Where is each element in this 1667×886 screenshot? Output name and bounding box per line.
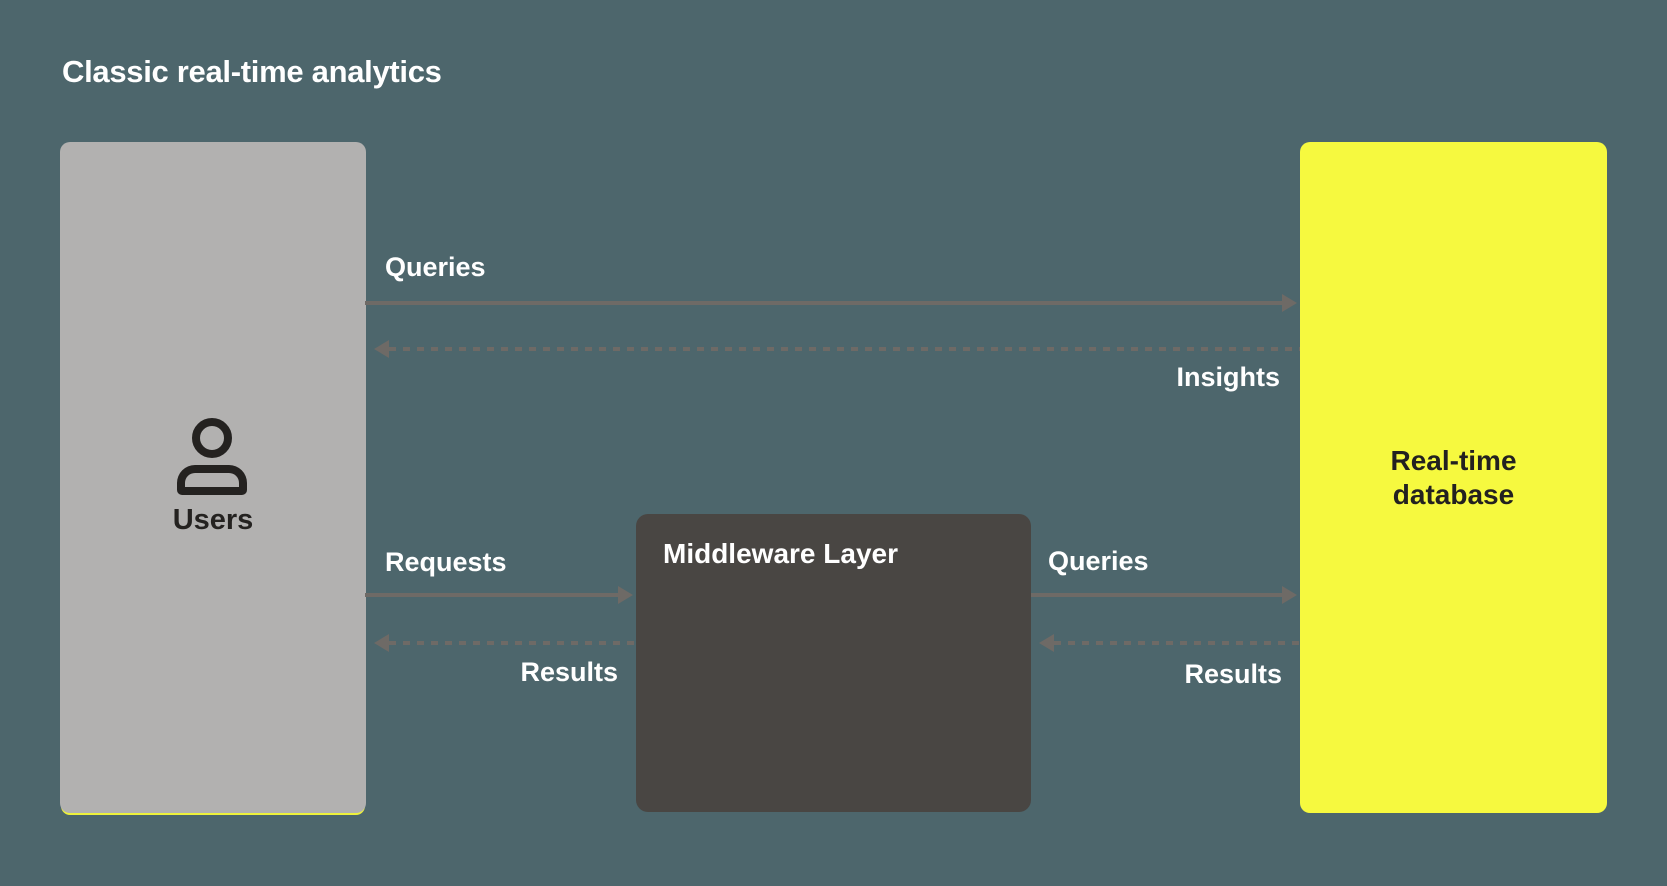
person-icon-head: [192, 418, 232, 458]
edge-insights-label: Insights: [1176, 362, 1280, 392]
diagram-title: Classic real-time analytics: [62, 54, 442, 89]
edge-results-right-label: Results: [1184, 659, 1282, 689]
edge-results-right-arrowhead: [1039, 634, 1054, 652]
node-users: Users: [60, 142, 366, 813]
edge-requests-line: [365, 593, 618, 597]
edge-results-right-line: [1054, 641, 1300, 645]
node-middleware: Middleware Layer: [636, 514, 1031, 812]
node-users-label: Users: [172, 504, 254, 536]
edge-results-left-line: [389, 641, 636, 645]
node-middleware-label: Middleware Layer: [663, 538, 898, 569]
edge-queries-right-arrowhead: [1282, 586, 1297, 604]
edge-requests-arrowhead: [618, 586, 633, 604]
edge-requests-label: Requests: [385, 547, 507, 577]
edge-queries-top-label: Queries: [385, 252, 486, 282]
node-database-label: Real-time database: [1390, 444, 1517, 510]
person-icon: [60, 142, 366, 813]
edge-queries-right-label: Queries: [1048, 546, 1149, 576]
person-icon-body: [177, 465, 247, 495]
edge-queries-top-arrowhead: [1282, 294, 1297, 312]
edge-queries-top-line: [365, 301, 1282, 305]
edge-results-left-label: Results: [520, 657, 618, 687]
edge-results-left-arrowhead: [374, 634, 389, 652]
edge-insights-line: [389, 347, 1300, 351]
node-database: Real-time database: [1300, 142, 1607, 813]
edge-queries-right-line: [1031, 593, 1282, 597]
edge-insights-arrowhead: [374, 340, 389, 358]
